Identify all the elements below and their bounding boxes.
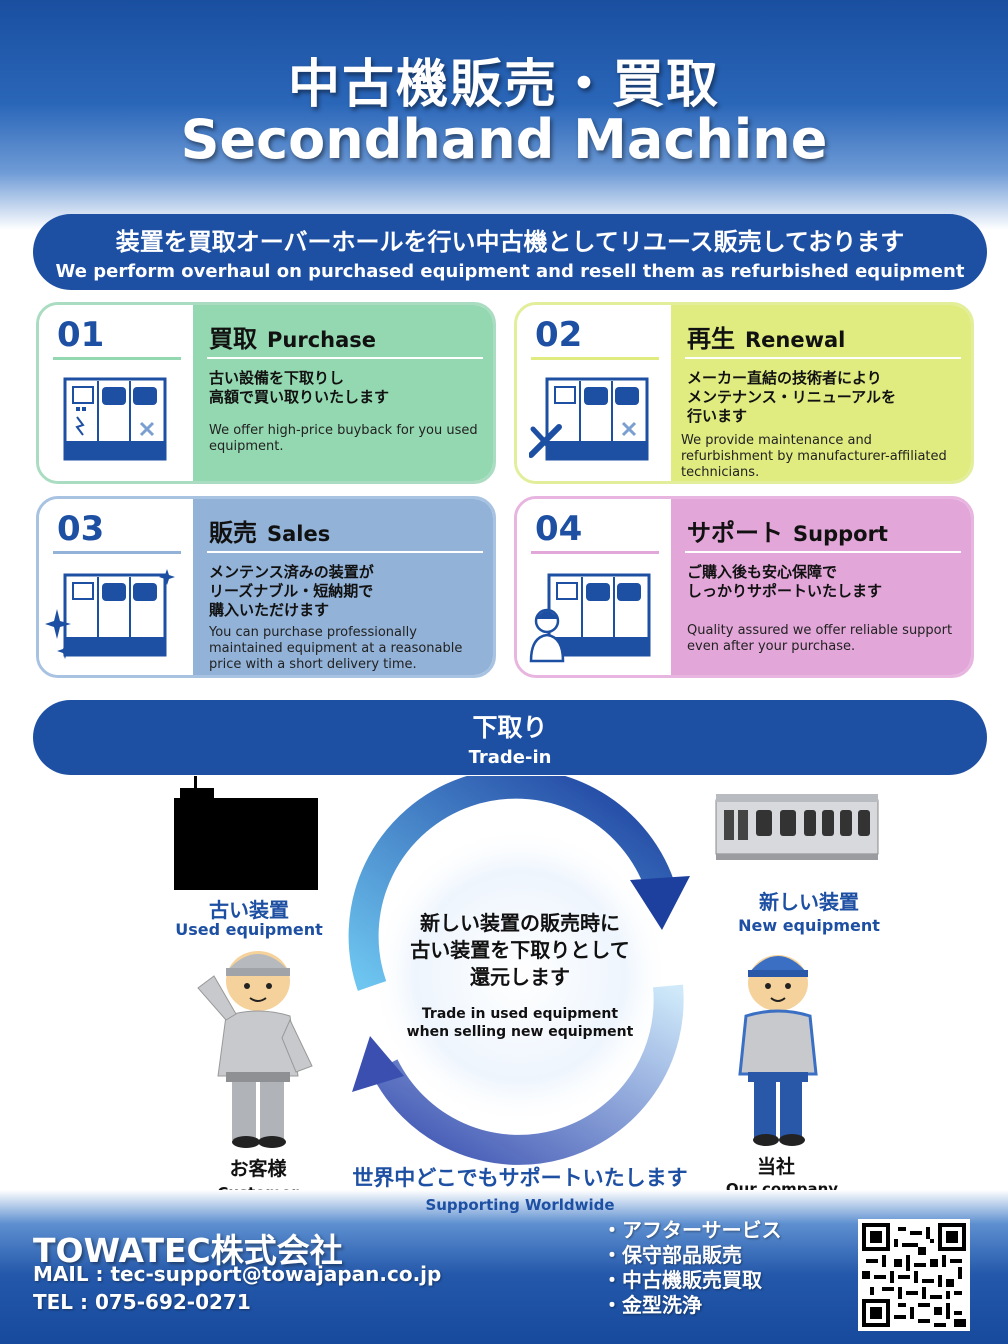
service-item: ・金型洗浄 <box>602 1293 702 1317</box>
service-item: ・中古機販売買取 <box>602 1268 762 1292</box>
header-background <box>0 0 1008 230</box>
trade-in-explanation-jp: 新しい装置の販売時に 古い装置を下取りとして 還元します <box>410 911 630 989</box>
service-item: ・アフターサービス <box>602 1218 782 1242</box>
support-machine-icon <box>529 573 651 663</box>
card-number: 01 <box>57 315 105 355</box>
tradein-banner: 下取り Trade-in <box>33 700 987 775</box>
worldwide-support-en: Supporting Worldwide <box>425 1196 615 1214</box>
card-desc-jp: メーカー直結の技術者により メンテナンス・リニューアルを 行います <box>687 369 896 425</box>
used-equipment-image <box>174 776 318 890</box>
qr-code-icon[interactable] <box>858 1219 970 1331</box>
page-title-jp: 中古機販売・買取 <box>287 55 720 115</box>
contact-phone[interactable]: TEL : 075-692-0271 <box>33 1290 251 1314</box>
new-equipment-label-en: New equipment <box>738 916 880 935</box>
company-name: TOWATEC株式会社 <box>33 1231 343 1270</box>
company-worker-illustration <box>738 955 818 1146</box>
card-desc-en: We offer high-price buyback for you used… <box>209 423 478 454</box>
company-label-jp: 当社 <box>756 1156 795 1178</box>
tradein-title-en: Trade-in <box>468 747 552 768</box>
services-list: ・アフターサービス ・保守部品販売 ・中古機販売買取 ・金型洗浄 <box>602 1218 782 1318</box>
trade-in-explanation-en: Trade in used equipment when selling new… <box>406 1006 634 1040</box>
card-number: 03 <box>57 509 105 549</box>
arrow-right-icon <box>630 876 690 930</box>
used-equipment-label-en: Used equipment <box>175 920 323 939</box>
sparkle-machine-icon <box>45 569 175 659</box>
service-item: ・保守部品販売 <box>602 1243 742 1267</box>
trade-in-explanation: 新しい装置の販売時に 古い装置を下取りとして 還元します Trade in us… <box>380 910 660 1041</box>
tradein-title-jp: 下取り <box>472 713 548 742</box>
card-desc-jp: 古い設備を下取りし 高額で買い取りいたします <box>209 369 390 406</box>
customer-worker-illustration <box>197 951 313 1148</box>
customer-label-jp: お客様 <box>229 1158 287 1180</box>
worldwide-support-jp: 世界中どこでもサポートいたします <box>352 1166 688 1190</box>
repair-machine-icon <box>529 377 649 461</box>
trade-in-cycle-diagram <box>174 776 879 1165</box>
card-number: 04 <box>535 509 583 549</box>
arrow-left-icon <box>352 1036 404 1092</box>
broken-machine-icon <box>63 377 167 461</box>
card-desc-en: Quality assured we offer reliable suppor… <box>687 623 953 654</box>
intro-banner-en: We perform overhaul on purchased equipme… <box>55 261 965 282</box>
intro-banner: 装置を買取オーバーホールを行い中古機としてリユース販売しております We per… <box>33 214 987 290</box>
card-number: 02 <box>535 315 583 355</box>
footer-background <box>0 1190 1008 1344</box>
new-equipment-image <box>715 794 879 860</box>
card-desc-en: You can purchase professionally maintain… <box>209 625 463 672</box>
new-equipment-label-jp: 新しい装置 <box>759 890 859 914</box>
contact-email[interactable]: MAIL : tec-support@towajapan.co.jp <box>33 1262 442 1286</box>
intro-banner-jp: 装置を買取オーバーホールを行い中古機としてリユース販売しております <box>115 228 905 256</box>
page-title-en: Secondhand Machine <box>180 108 828 171</box>
used-equipment-label-jp: 古い装置 <box>209 898 289 922</box>
card-desc-jp: メンテンス済みの装置が リーズナブル・短納期で 購入いただけます <box>209 563 374 619</box>
card-desc-jp: ご購入後も安心保障で しっかりサポートいたします <box>687 563 883 600</box>
card-desc-en: We provide maintenance and refurbishment… <box>681 433 947 480</box>
